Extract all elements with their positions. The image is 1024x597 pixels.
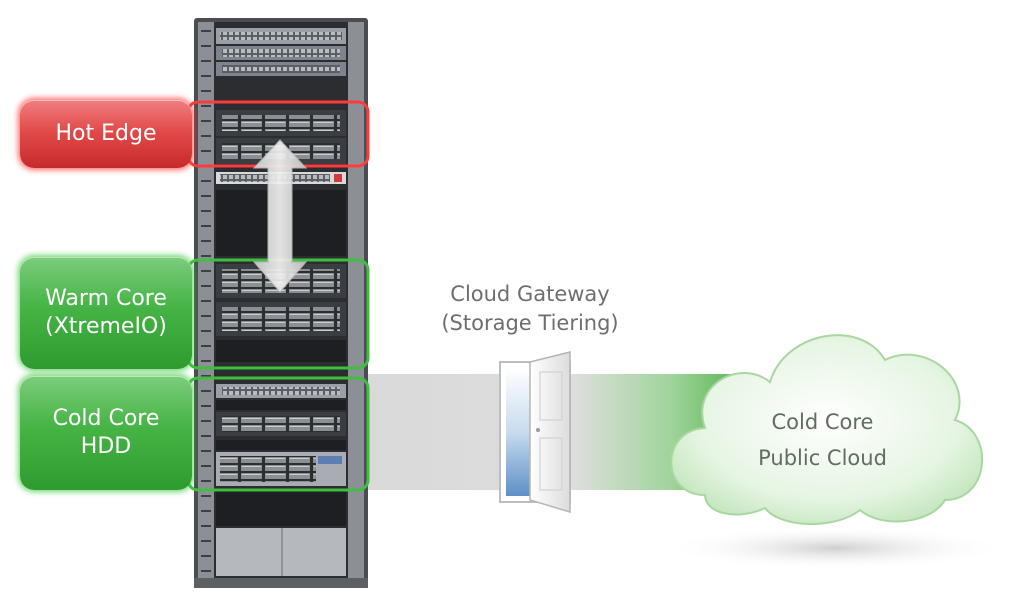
warm-core-label: Warm Core (XtremeIO)	[20, 257, 192, 369]
cold-core-hdd-label: Cold Core HDD	[20, 376, 192, 490]
hot-edge-label: Hot Edge	[20, 100, 192, 168]
public-cloud-label: Cold Core Public Cloud	[720, 404, 925, 476]
cloud-gateway-title: Cloud Gateway	[450, 282, 610, 306]
public-cloud-subtitle: Public Cloud	[758, 446, 887, 470]
cloud-gateway-subtitle: (Storage Tiering)	[441, 311, 619, 335]
cloud-gateway-label: Cloud Gateway (Storage Tiering)	[410, 280, 650, 338]
double-arrow-icon	[252, 139, 308, 293]
public-cloud-title: Cold Core	[771, 410, 874, 434]
door-icon	[499, 351, 571, 514]
cloud-icon	[670, 334, 984, 526]
